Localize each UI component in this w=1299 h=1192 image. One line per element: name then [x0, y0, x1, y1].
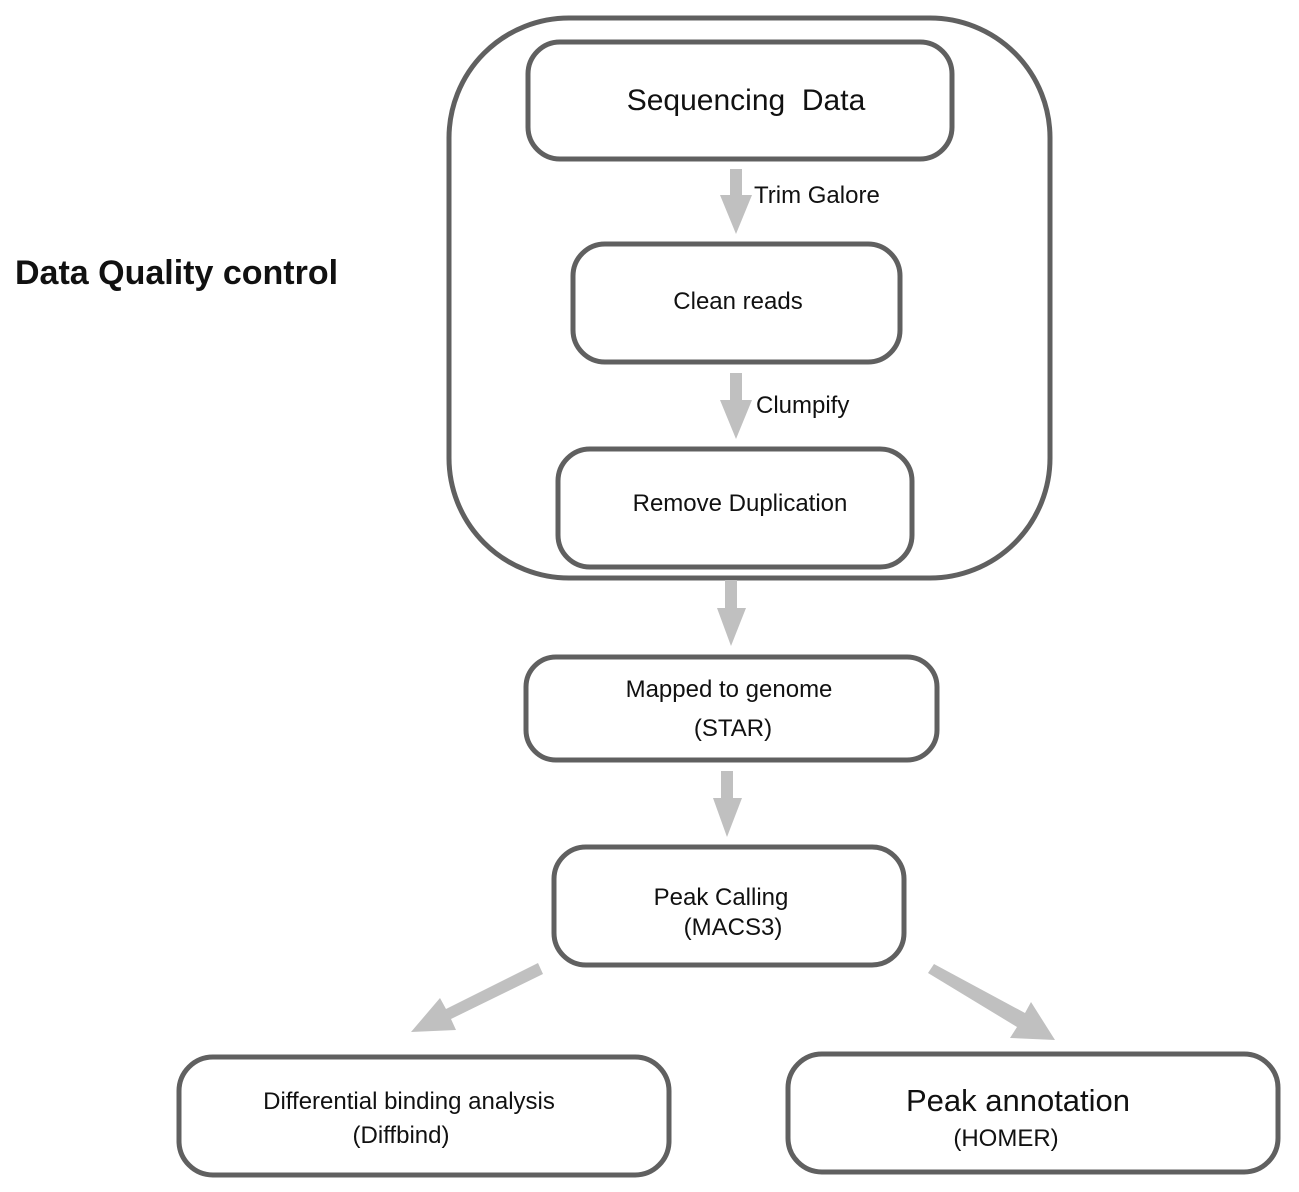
quality-control-group: [446, 15, 1053, 581]
node-remove-duplication: [555, 446, 915, 570]
node-annotation-title: Peak annotation: [905, 1083, 1131, 1118]
node-peak-calling: [551, 844, 907, 968]
arrow-to-mapping-icon: [717, 580, 746, 646]
arrow-to-diffbind-icon: [411, 963, 543, 1032]
node-diffbind: [176, 1054, 672, 1178]
node-mapped-tool: (STAR): [693, 715, 773, 742]
node-annotation-tool: (HOMER): [953, 1125, 1059, 1152]
arrow-to-annotation-icon: [928, 964, 1055, 1040]
group-label: Data Quality control: [15, 254, 339, 292]
arrow-trim-galore-icon: [720, 169, 752, 234]
node-sequencing-title: Sequencing Data: [626, 84, 866, 117]
node-peak-calling-title: Peak Calling: [653, 884, 789, 911]
edge-label-trim-galore: Trim Galore: [754, 182, 880, 209]
arrow-to-peak-calling-icon: [713, 771, 742, 837]
node-dedup-title: Remove Duplication: [632, 490, 848, 517]
node-sequencing-data: [525, 39, 955, 162]
node-clean-title: Clean reads: [673, 288, 803, 315]
arrow-clumpify-icon: [720, 373, 752, 439]
node-diffbind-title: Differential binding analysis: [263, 1088, 555, 1115]
node-mapped-title: Mapped to genome: [625, 676, 833, 703]
edge-label-clumpify: Clumpify: [756, 392, 850, 419]
node-peak-calling-tool: (MACS3): [683, 914, 783, 941]
node-clean-reads: [570, 241, 903, 365]
node-mapped-to-genome: [523, 654, 940, 763]
node-peak-annotation: [785, 1051, 1281, 1175]
node-diffbind-tool: (Diffbind): [352, 1122, 450, 1149]
